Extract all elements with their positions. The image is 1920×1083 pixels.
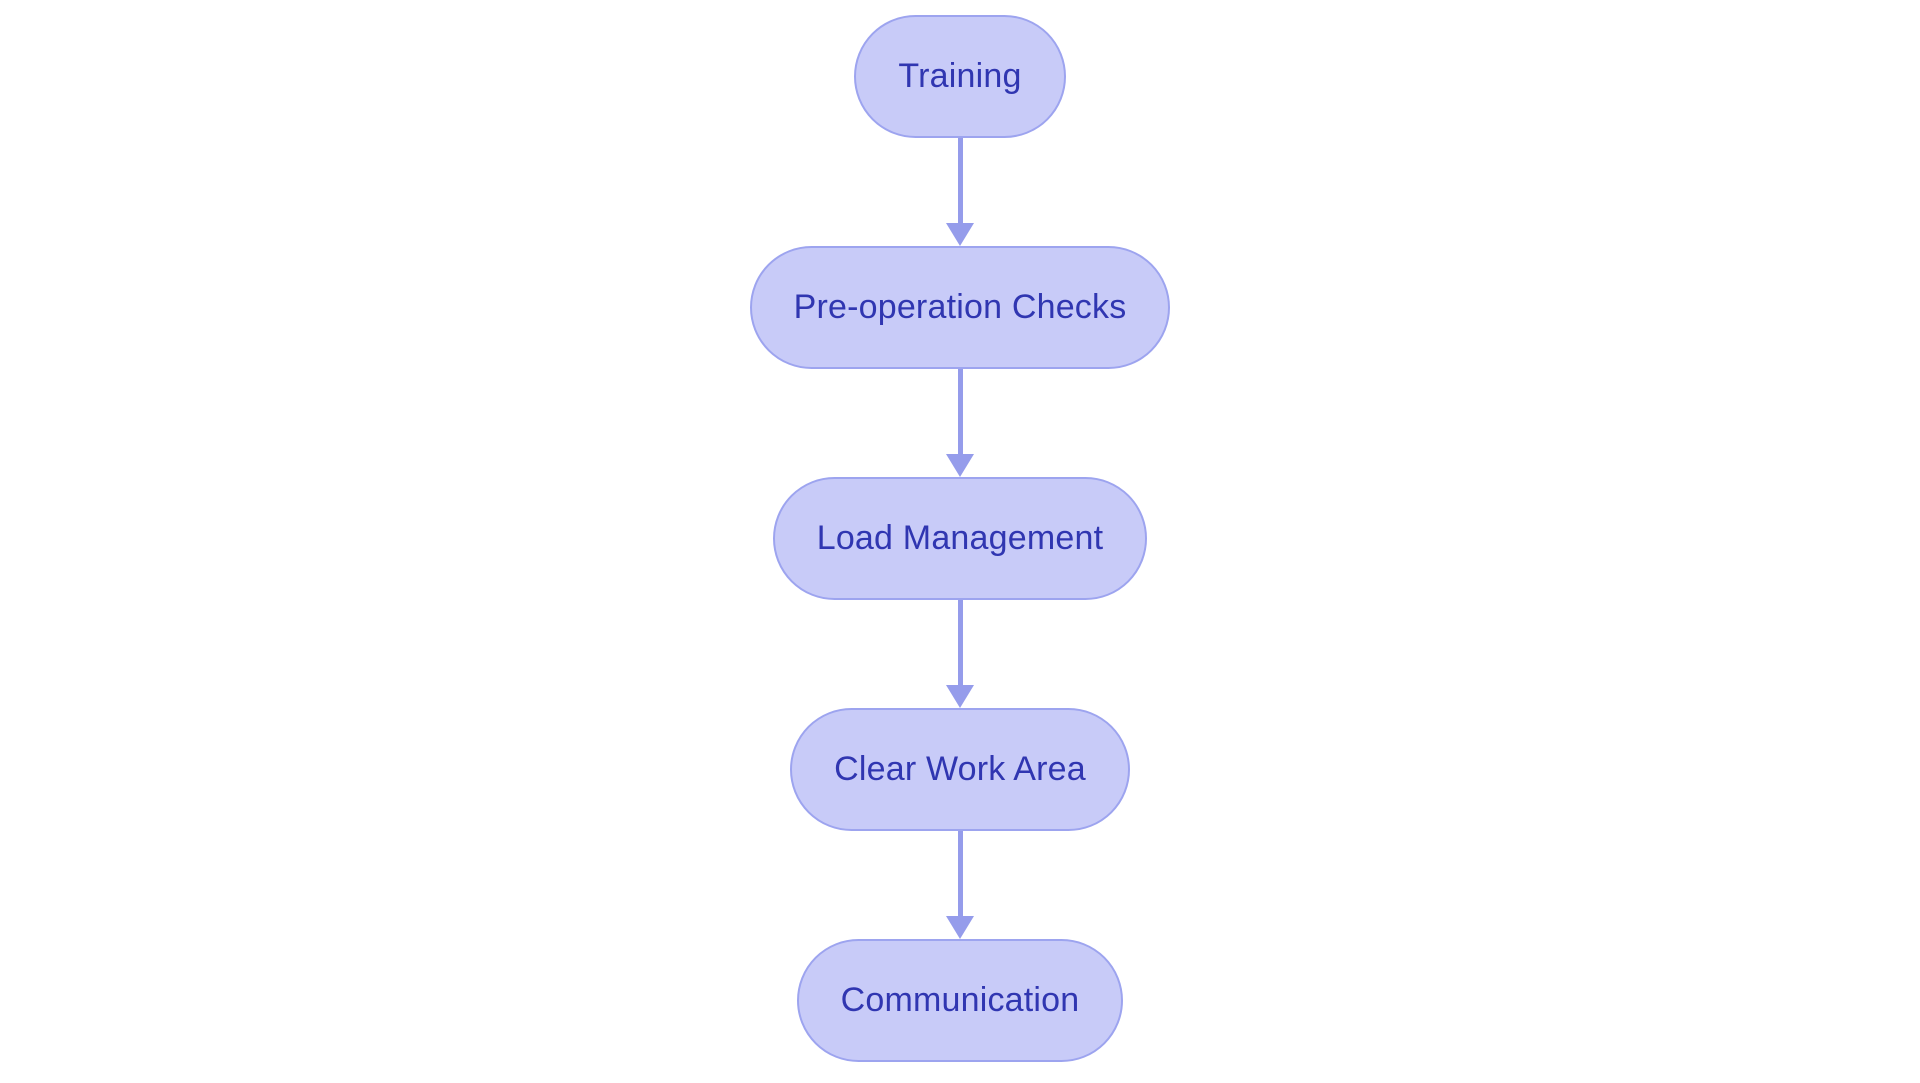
flow-node-communication: Communication [796, 939, 1124, 1062]
flow-node-label: Load Management [816, 519, 1104, 557]
flow-node-label: Training [898, 57, 1022, 95]
connector-line [957, 831, 963, 916]
connector-line [957, 600, 963, 685]
edge-load-management-to-clear-work-area [945, 600, 975, 708]
edge-pre-operation-checks-to-load-management [945, 369, 975, 477]
flow-node-label: Communication [840, 981, 1080, 1019]
arrow-down-icon [946, 916, 974, 939]
edge-clear-work-area-to-communication [945, 831, 975, 939]
edge-training-to-pre-operation-checks [945, 138, 975, 246]
arrow-down-icon [946, 223, 974, 246]
flow-node-clear-work-area: Clear Work Area [790, 708, 1130, 831]
flow-node-label: Pre-operation Checks [793, 288, 1127, 326]
flow-node-load-management: Load Management [772, 477, 1148, 600]
connector-line [957, 138, 963, 223]
connector-line [957, 369, 963, 454]
arrow-down-icon [946, 685, 974, 708]
flow-node-pre-operation-checks: Pre-operation Checks [749, 246, 1171, 369]
flow-node-label: Clear Work Area [834, 750, 1086, 788]
flow-node-training: Training [854, 15, 1066, 138]
arrow-down-icon [946, 454, 974, 477]
